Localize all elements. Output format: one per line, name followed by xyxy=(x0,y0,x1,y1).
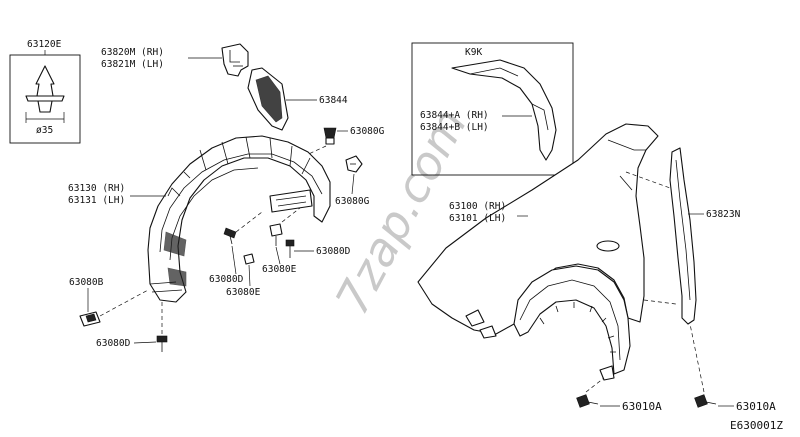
fender-liner-63130 xyxy=(147,135,331,303)
clip-63080b xyxy=(79,311,101,327)
diagram-code: E630001Z xyxy=(730,419,783,432)
label-63820m: 63820M (RH) xyxy=(101,47,164,58)
label-63844a: 63844+A (RH) xyxy=(420,110,489,121)
label-63080g-b: 63080G xyxy=(335,196,370,207)
label-63080d-c: 63080D xyxy=(96,338,131,349)
label-63010a-a: 63010A xyxy=(622,400,662,413)
label-63120e: 63120E xyxy=(27,39,62,50)
label-63080e-a: 63080E xyxy=(226,287,261,298)
screw-63010a-right xyxy=(694,394,717,408)
label-63080d-a: 63080D xyxy=(209,274,244,285)
label-63100: 63100 (RH) xyxy=(449,201,506,212)
label-63131: 63131 (LH) xyxy=(68,195,125,206)
screw-63080d-right xyxy=(285,239,295,258)
clip-63080e-right xyxy=(269,223,283,246)
label-63010a-b: 63010A xyxy=(736,400,776,413)
clip-icon xyxy=(25,65,65,113)
label-63080b: 63080B xyxy=(69,277,104,288)
insulator-63844 xyxy=(247,67,289,131)
screw-63080d-bottom xyxy=(156,335,168,352)
inset-title: K9K xyxy=(465,47,482,58)
label-63080g-a: 63080G xyxy=(350,126,385,137)
k9k-inset-box: K9K 63844+A (RH) 63844+B (LH) xyxy=(411,42,574,176)
label-63101: 63101 (LH) xyxy=(449,213,506,224)
screw-63010a-left xyxy=(576,394,599,408)
clip-63080g-upper xyxy=(323,127,337,145)
seal-strip-63823n xyxy=(669,147,697,325)
screw-63080e-left xyxy=(243,253,255,265)
screw-63080d-left xyxy=(223,227,237,245)
label-63844: 63844 xyxy=(319,95,348,106)
clip-detail-box: 63120E ø35 xyxy=(9,39,81,144)
seal-63820m xyxy=(221,43,249,77)
label-63821m: 63821M (LH) xyxy=(101,59,164,70)
label-63844b: 63844+B (LH) xyxy=(420,122,489,133)
clip-63080g-lower xyxy=(345,155,363,173)
label-63080e-b: 63080E xyxy=(262,264,297,275)
label-63080d-b: 63080D xyxy=(316,246,351,257)
label-63823n: 63823N xyxy=(706,209,741,220)
label-63130: 63130 (RH) xyxy=(68,183,125,194)
front-fender-63100 xyxy=(417,123,659,381)
clip-dimension: ø35 xyxy=(36,125,53,136)
